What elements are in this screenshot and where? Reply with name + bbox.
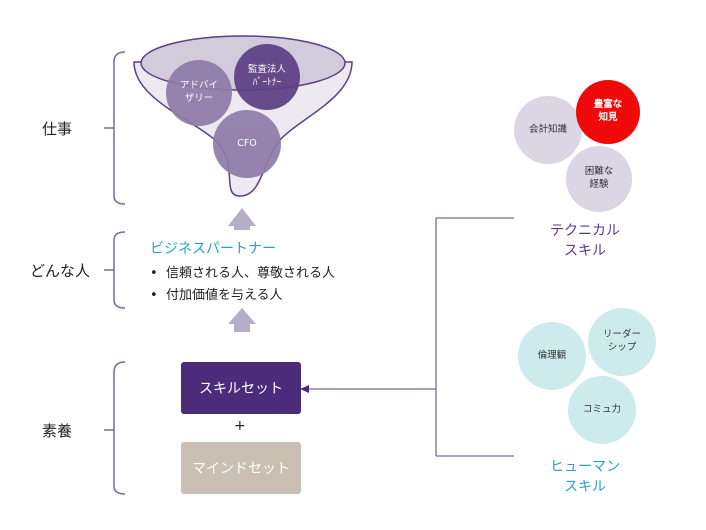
accounting-label: 会計知識 [528, 123, 567, 135]
communication-label: コミュ力 [582, 403, 621, 415]
technical-caption-line1: テクニカル [550, 223, 620, 239]
arrow-up-icon-top [228, 208, 256, 230]
advisory-line2: ザリー [184, 93, 214, 104]
human-caption-line1: ヒューマン [550, 459, 620, 475]
circle-accounting-knowledge: 会計知識 [514, 96, 582, 164]
arrow-up-icon-bottom [228, 308, 256, 332]
arrowhead-left-icon [300, 385, 309, 393]
label-person: どんな人 [30, 262, 91, 280]
circle-advisory: アドバイザリー [166, 60, 232, 126]
bracket-cultivation [113, 361, 126, 495]
circle-audit-partner: 監査法人ﾊﾟｰﾄﾅｰ [234, 44, 300, 110]
human-caption-line2: スキル [564, 478, 606, 495]
difficult-line2: 経験 [589, 179, 609, 190]
difficult-line1: 困難な [584, 166, 614, 178]
circle-leadership: リーダーシップ [588, 308, 656, 376]
circle-rich-knowledge: 豊富な知見 [576, 80, 640, 144]
technical-caption-line2: スキル [564, 242, 606, 259]
business-partner-heading: ビジネスパートナー [150, 241, 276, 257]
business-partner-bullets: • 信頼される人、尊敬される人 • 付加価値を与える人 [150, 262, 335, 306]
rich-line1: 豊富な [593, 99, 623, 111]
plus-sign: + [234, 418, 246, 434]
circle-difficult-experience: 困難な経験 [566, 146, 632, 212]
label-cultivation: 素養 [42, 422, 73, 440]
bullet-text-1: 信頼される人、尊敬される人 [165, 266, 335, 281]
advisory-line1: アドバイ [179, 80, 218, 92]
human-skill-caption: ヒューマン スキル [530, 458, 640, 497]
bullet-text-2: 付加価値を与える人 [165, 288, 283, 303]
circle-ethics: 倫理観 [518, 322, 586, 390]
skillset-box: スキルセット [181, 362, 301, 414]
technical-skill-caption: テクニカル スキル [530, 222, 640, 261]
circle-cfo: CFO [213, 110, 281, 178]
leader-line1: リーダー [602, 329, 641, 341]
ethics-label: 倫理観 [537, 349, 567, 361]
audit-line1: 監査法人 [247, 64, 286, 76]
bullet-item: • 付加価値を与える人 [150, 288, 283, 303]
bullet-item: • 信頼される人、尊敬される人 [150, 266, 335, 281]
bracket-work [113, 51, 126, 205]
audit-line2: ﾊﾟｰﾄﾅｰ [252, 77, 282, 88]
mindset-box: マインドセット [181, 442, 301, 494]
cfo-label: CFO [237, 137, 257, 149]
leader-line2: シップ [607, 342, 637, 353]
rich-line2: 知見 [598, 112, 618, 123]
label-work: 仕事 [42, 120, 73, 138]
circle-communication: コミュ力 [568, 376, 636, 444]
bracket-person [113, 231, 126, 309]
